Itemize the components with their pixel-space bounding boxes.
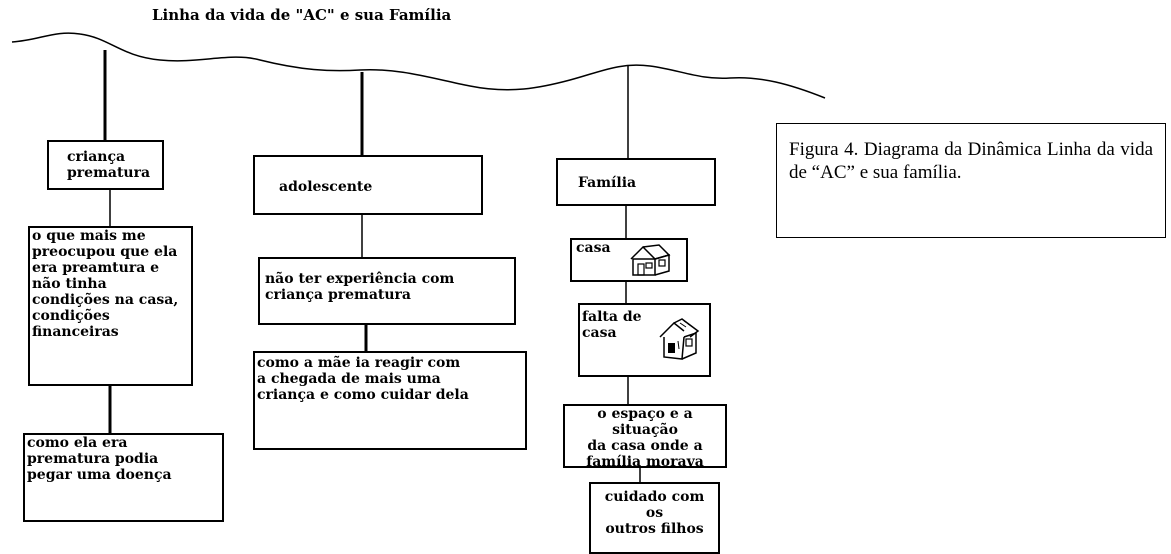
item-text-lack-of-house: falta de casa <box>582 309 642 341</box>
header-box-premature-child: criança prematura <box>47 140 164 190</box>
worry-box-mother-reaction: como a mãe ia reagir com a chegada de ma… <box>253 351 527 450</box>
house-icon <box>630 244 671 276</box>
item-box-lack-of-house: falta de casa <box>578 303 711 377</box>
worry-box-disease: como ela era prematura podia pegar uma d… <box>23 433 224 522</box>
item-box-space-situation: o espaço e a situação da casa onde a fam… <box>563 404 727 468</box>
header-label-premature-child: criança prematura <box>67 149 151 181</box>
life-line <box>11 32 826 99</box>
header-label-teen: adolescente <box>279 179 373 195</box>
header-label-family: Família <box>578 175 637 191</box>
item-text-house: casa <box>576 240 611 256</box>
diagram-title: Linha da vida de "AC" e sua Família <box>152 6 452 24</box>
item-box-other-children: cuidado com os outros filhos <box>589 482 720 554</box>
item-text-other-children: cuidado com os outros filhos <box>604 489 705 537</box>
worry-box-experience: não ter experiência com criança prematur… <box>258 257 516 325</box>
header-box-teen: adolescente <box>253 155 483 215</box>
worry-box-conditions: o que mais me preocupou que ela era prea… <box>28 226 193 386</box>
header-box-family: Família <box>556 158 716 206</box>
worry-text-conditions: o que mais me preocupou que ela era prea… <box>32 228 179 340</box>
worry-text-mother-reaction: como a mãe ia reagir com a chegada de ma… <box>257 355 469 403</box>
figure-caption: Figura 4. Diagrama da Dinâmica Linha da … <box>776 123 1166 238</box>
damaged-house-icon <box>659 318 700 360</box>
worry-text-disease: como ela era prematura podia pegar uma d… <box>27 435 172 483</box>
worry-text-experience: não ter experiência com criança prematur… <box>265 271 455 303</box>
item-text-space-situation: o espaço e a situação da casa onde a fam… <box>586 406 704 468</box>
